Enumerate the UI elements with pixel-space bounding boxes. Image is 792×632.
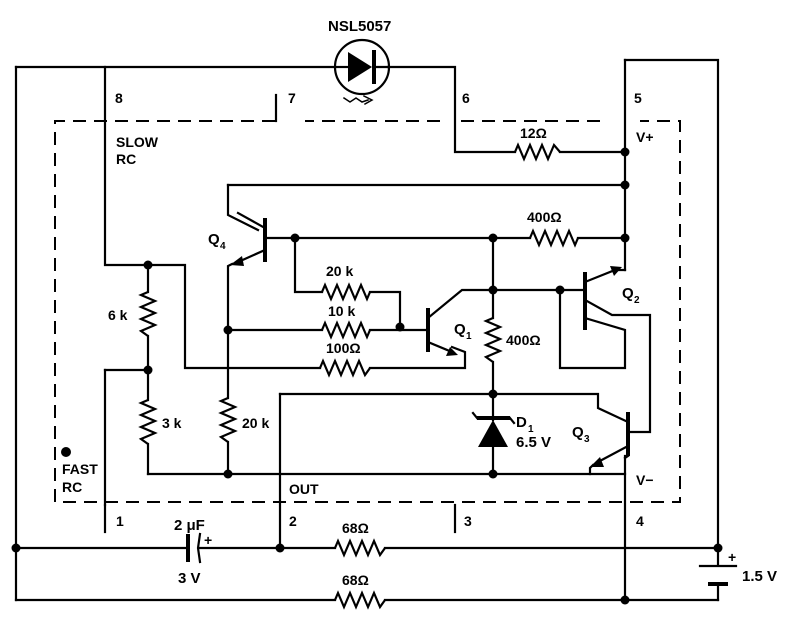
led-label: NSL5057: [328, 18, 391, 35]
transistor-q3: [278, 392, 630, 476]
top-wiring: [14, 58, 720, 602]
resistor-20k-horizontal: [293, 236, 402, 329]
resistor-divider: [103, 263, 158, 507]
battery-value: 1.5 V: [742, 568, 777, 585]
fast-rc-label-line1: FAST: [62, 461, 98, 477]
node-6k-3k: [143, 365, 153, 375]
capacitor-2uf: [186, 532, 202, 564]
pin-1: 1: [116, 513, 124, 529]
d1-subscript: 1: [528, 424, 534, 435]
resistor-20k-v-label: 20 k: [242, 415, 269, 431]
q3-subscript: 3: [584, 434, 590, 445]
node-6k-top: [143, 260, 153, 270]
vplus-rail: [226, 183, 627, 240]
q2-label: Q: [622, 285, 634, 302]
led-nsl5057: [333, 38, 391, 106]
resistor-400-top-label: 400Ω: [527, 209, 562, 225]
fast-rc-label-line2: RC: [62, 479, 82, 495]
resistor-68-a-label: 68Ω: [342, 520, 369, 536]
vminus-rail: [146, 454, 630, 602]
node-vplus-top: [620, 180, 630, 190]
node-vplus-400: [620, 233, 630, 243]
node-vminus-ext: [620, 595, 630, 605]
resistor-400-ohm-vertical: [483, 236, 503, 396]
pin-stubs: [103, 503, 457, 534]
pin-7: 7: [288, 90, 296, 106]
resistor-68-ohm-a: [333, 538, 386, 558]
pin-3: 3: [464, 513, 472, 529]
vminus-label: V−: [636, 472, 654, 488]
resistor-68-b-label: 68Ω: [342, 572, 369, 588]
zener-diode-d1: [471, 392, 516, 476]
q1-subscript: 1: [466, 331, 472, 342]
q3-label: Q: [572, 424, 584, 441]
resistor-10k-label: 10 k: [328, 303, 355, 319]
resistor-400-v-label: 400Ω: [506, 332, 541, 348]
out-label: OUT: [289, 481, 319, 497]
pin-6: 6: [462, 90, 470, 106]
slow-rc-label-line1: SLOW: [116, 134, 159, 150]
resistor-12-ohm: [513, 142, 561, 162]
resistor-20k-h-label: 20 k: [326, 263, 353, 279]
capacitor-value: 2 μF: [174, 517, 205, 534]
pin-4: 4: [636, 513, 644, 529]
q2-subscript: 2: [634, 295, 640, 306]
node-diode-cathode: [488, 469, 498, 479]
d1-label: D: [516, 414, 527, 431]
node-left-ext: [11, 543, 21, 553]
battery-1-5v: [698, 564, 738, 586]
resistor-100-ohm: [318, 345, 467, 378]
node-right-ext: [713, 543, 723, 553]
external-wiring: [14, 546, 720, 602]
resistor-68-ohm-b: [333, 590, 386, 610]
vplus-label: V+: [636, 129, 654, 145]
transistor-q4: [226, 211, 297, 332]
transistor-q1: [426, 288, 562, 356]
pin-2: 2: [289, 513, 297, 529]
resistor-100-label: 100Ω: [326, 340, 361, 356]
resistor-12-ohm-label: 12Ω: [520, 125, 547, 141]
d1-voltage: 6.5 V: [516, 434, 551, 451]
resistor-6k-label: 6 k: [108, 307, 128, 323]
pin-8: 8: [115, 90, 123, 106]
ic-package-outline: [54, 120, 681, 503]
capacitor-voltage: 3 V: [178, 570, 201, 587]
slow-rc-label-line2: RC: [116, 151, 136, 167]
transistor-q2: [558, 266, 652, 434]
battery-plus: +: [728, 549, 736, 565]
resistor-400-ohm-top: [528, 228, 580, 248]
node-out-ext: [275, 543, 285, 553]
resistor-20k-vertical: [218, 328, 238, 476]
capacitor-plus: +: [204, 532, 212, 548]
fast-rc-marker: [61, 447, 71, 457]
node-vplus-12: [620, 147, 630, 157]
resistor-3k-label: 3 k: [162, 415, 182, 431]
q4-subscript: 4: [220, 241, 226, 252]
q1-label: Q: [454, 321, 466, 338]
pin-5: 5: [634, 90, 642, 106]
q4-label: Q: [208, 231, 220, 248]
node-q1-base: [395, 322, 405, 332]
